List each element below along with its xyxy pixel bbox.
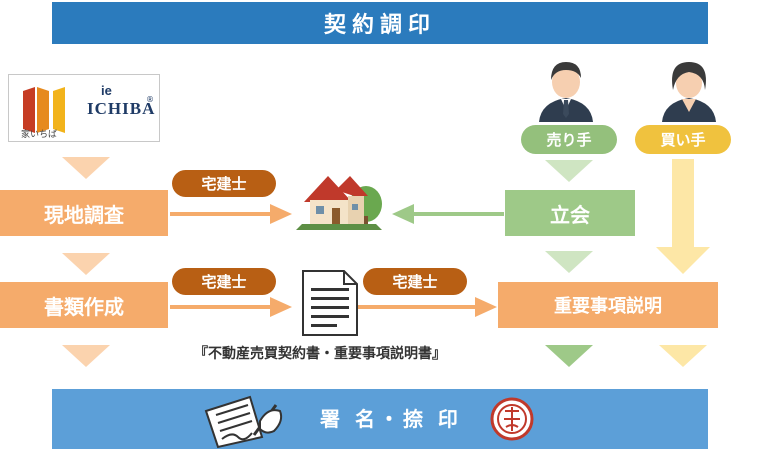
left-arrow-icon bbox=[392, 204, 504, 224]
document-caption: 『不動産売買契約書・重要事項説明書』 bbox=[194, 346, 446, 362]
house-icon bbox=[296, 176, 382, 230]
down-arrow-icon bbox=[656, 159, 710, 274]
step-site-survey: 現地調査 bbox=[0, 190, 168, 236]
document-icon bbox=[302, 270, 358, 336]
down-arrow-icon bbox=[62, 157, 110, 179]
logo-registered-mark: ® bbox=[146, 95, 154, 104]
seal-stamp-icon bbox=[490, 397, 534, 441]
step-important-matters-explanation: 重要事項説明 bbox=[498, 282, 718, 328]
buyer-badge: 買い手 bbox=[635, 125, 731, 154]
down-arrow-icon bbox=[545, 345, 593, 367]
logo-mark-icon bbox=[23, 87, 65, 133]
agent-badge: 宅建士 bbox=[363, 268, 467, 295]
ie-ichiba-logo: ie ICHIBA ® 家いちば bbox=[8, 74, 160, 142]
step-meeting: 立会 bbox=[505, 190, 635, 236]
seller-badge: 売り手 bbox=[521, 125, 617, 154]
down-arrow-icon bbox=[62, 253, 110, 275]
right-arrow-icon bbox=[357, 297, 497, 317]
step-document-preparation: 書類作成 bbox=[0, 282, 168, 328]
logo-brand-main: ICHIBA bbox=[87, 99, 156, 118]
page-title: 契約調印 bbox=[52, 2, 708, 44]
buyer-person-icon bbox=[662, 62, 716, 122]
down-arrow-icon bbox=[62, 345, 110, 367]
agent-badge: 宅建士 bbox=[172, 170, 276, 197]
down-arrow-icon bbox=[545, 251, 593, 273]
seller-person-icon bbox=[539, 62, 593, 122]
final-step-label: 署 名・捺 印 bbox=[320, 407, 462, 431]
logo-brand-small: ie bbox=[101, 83, 112, 98]
final-step-band: 署 名・捺 印 bbox=[52, 389, 708, 449]
down-arrow-icon bbox=[545, 160, 593, 182]
right-arrow-icon bbox=[170, 204, 292, 224]
signing-hand-icon bbox=[204, 395, 283, 449]
right-arrow-icon bbox=[170, 297, 292, 317]
logo-tagline: 家いちば bbox=[21, 130, 58, 140]
agent-badge: 宅建士 bbox=[172, 268, 276, 295]
down-arrow-icon bbox=[659, 345, 707, 367]
